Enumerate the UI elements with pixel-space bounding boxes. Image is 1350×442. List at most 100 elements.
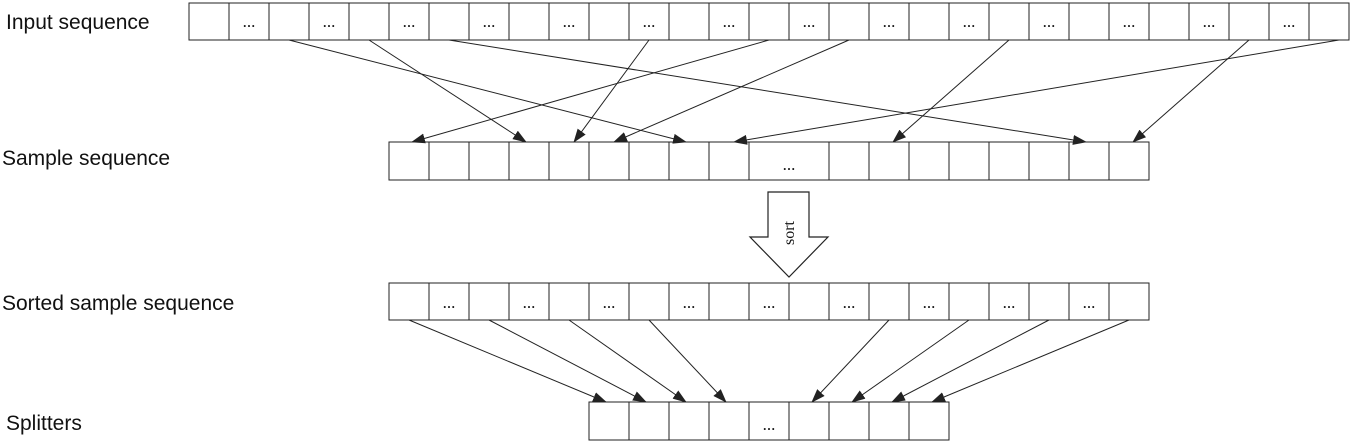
input-cell (188, 2, 230, 41)
input-cell (1148, 2, 1190, 41)
input-cell-ellipsis: ... (403, 12, 416, 31)
sorted-cell-ellipsis: ... (843, 293, 856, 312)
sorted-cell (748, 282, 790, 321)
input-cell (1188, 2, 1230, 41)
sorted-cell (908, 282, 950, 321)
sorted-cell (828, 282, 870, 321)
sample-ellipsis: ... (783, 155, 796, 174)
input-cell (548, 2, 590, 41)
sorted-cell-ellipsis: ... (603, 293, 616, 312)
sorted-cell (588, 282, 630, 321)
sample-cell (628, 141, 670, 181)
input-cell (828, 2, 870, 41)
splitter-cell (588, 401, 630, 441)
input-cell (308, 2, 350, 41)
sample-cell (468, 141, 510, 181)
sample-cell (428, 141, 470, 181)
input-cell-ellipsis: ... (1203, 12, 1216, 31)
splitter-arrow (851, 319, 970, 403)
input-cell (708, 2, 750, 41)
input-cell (428, 2, 470, 41)
sorted-cell (388, 282, 430, 321)
sample-cell (668, 141, 710, 181)
splitters-sequence: ... (588, 401, 950, 441)
sorted-cell-ellipsis: ... (523, 293, 536, 312)
sort-label: sort (781, 220, 798, 245)
sorted-cell (468, 282, 510, 321)
sorted-cell-ellipsis: ... (443, 293, 456, 312)
input-cell (948, 2, 990, 41)
sorted-cell (788, 282, 830, 321)
sort-arrow-shape (748, 191, 830, 278)
splitter-arrow (648, 319, 727, 403)
splitter-arrow (488, 319, 647, 403)
input-sequence: ... ... ... ... ... ... ... ... ... ... … (188, 2, 1350, 41)
input-cell (1228, 2, 1270, 41)
sorted-cell-ellipsis: ... (1003, 293, 1016, 312)
splitter-cell (828, 401, 870, 441)
sample-arrow (892, 39, 1010, 143)
input-cell (988, 2, 1030, 41)
input-cell-ellipsis: ... (1043, 12, 1056, 31)
sample-arrow (411, 39, 770, 144)
sample-arrow (288, 39, 687, 144)
splitter-cell (788, 401, 830, 441)
sample-cell (1108, 141, 1150, 181)
sorted-cell-ellipsis: ... (683, 293, 696, 312)
sample-arrow (613, 39, 850, 143)
sorted-cell (988, 282, 1030, 321)
input-cell (1268, 2, 1310, 41)
splitter-cell (868, 401, 910, 441)
sampling-arrows (288, 39, 1340, 145)
input-cell (788, 2, 830, 41)
sorted-cell (1108, 282, 1150, 321)
sample-cell (708, 141, 750, 181)
sample-arrow (733, 39, 1340, 145)
input-cell (348, 2, 390, 41)
input-cell (588, 2, 630, 41)
sample-sequence-label: Sample sequence (2, 147, 170, 170)
sample-arrow (368, 39, 527, 143)
input-cell (388, 2, 430, 41)
sample-cell (948, 141, 990, 181)
input-cell-ellipsis: ... (323, 12, 336, 31)
splitter-cell (628, 401, 670, 441)
splitters-ellipsis: ... (763, 415, 776, 434)
sorted-cell-ellipsis: ... (763, 293, 776, 312)
splitter-arrow (811, 319, 890, 403)
splitter-arrow (931, 319, 1130, 403)
splitter-cell (708, 401, 750, 441)
splitter-arrow (891, 319, 1050, 403)
input-cell (508, 2, 550, 41)
sorted-cell-ellipsis: ... (923, 293, 936, 312)
sorted-cell (1068, 282, 1110, 321)
input-cell (1068, 2, 1110, 41)
sample-cell (988, 141, 1030, 181)
splitter-arrow (568, 319, 687, 403)
input-cell (868, 2, 910, 41)
input-cell (748, 2, 790, 41)
splitter-cell (668, 401, 710, 441)
sorted-cell-ellipsis: ... (1083, 293, 1096, 312)
input-cell (668, 2, 710, 41)
input-cell (1308, 2, 1350, 41)
sample-cell (1028, 141, 1070, 181)
sample-arrow (1132, 39, 1250, 143)
input-sequence-label: Input sequence (6, 11, 150, 34)
sample-cell (828, 141, 870, 181)
sample-cell (1068, 141, 1110, 181)
input-cell (908, 2, 950, 41)
input-cell-ellipsis: ... (1123, 12, 1136, 31)
input-cell (228, 2, 270, 41)
sample-cell (388, 141, 430, 181)
sample-arrow (448, 39, 1087, 145)
sorted-cell (628, 282, 670, 321)
input-cell (628, 2, 670, 41)
input-cell-ellipsis: ... (563, 12, 576, 31)
sample-cell (908, 141, 950, 181)
splitters-label: Splitters (6, 412, 82, 435)
splitter-cell-ellipsis-box (748, 401, 790, 441)
sorted-cell (708, 282, 750, 321)
input-cell-ellipsis: ... (1283, 12, 1296, 31)
